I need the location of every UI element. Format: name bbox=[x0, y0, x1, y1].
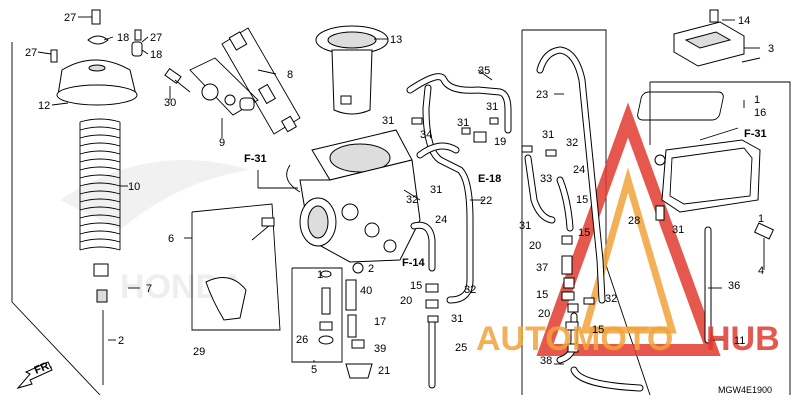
watermark-brand-hub: HUB bbox=[706, 320, 780, 358]
part-label-2: 2 bbox=[118, 335, 124, 347]
part-label-2: 2 bbox=[368, 263, 374, 275]
part-label-26: 26 bbox=[296, 334, 308, 346]
part-label-21: 21 bbox=[378, 365, 390, 377]
air-screw-set bbox=[221, 27, 301, 135]
ref-e18: E-18 bbox=[478, 173, 501, 185]
diagram-code: MGW4E1900 bbox=[718, 385, 772, 395]
float-chamber-cap bbox=[673, 9, 761, 67]
part-label-12: 12 bbox=[38, 100, 50, 112]
part-label-31: 31 bbox=[457, 117, 469, 129]
part-label-11: 11 bbox=[734, 335, 745, 347]
intake-funnel bbox=[315, 25, 389, 115]
part-label-4: 4 bbox=[758, 265, 764, 277]
part-label-14: 14 bbox=[738, 15, 750, 27]
part-label-27: 27 bbox=[25, 47, 37, 59]
part-label-23: 23 bbox=[536, 89, 548, 101]
part-label-20: 20 bbox=[529, 240, 541, 252]
part-label-38: 38 bbox=[540, 355, 552, 367]
part-label-16: 16 bbox=[754, 107, 766, 119]
part-label-32: 32 bbox=[605, 293, 617, 305]
part-label-13: 13 bbox=[390, 34, 402, 46]
watermark-brand-auto: AUTO bbox=[476, 320, 572, 358]
part-label-32: 32 bbox=[566, 137, 578, 149]
part-label-31: 31 bbox=[486, 101, 498, 113]
part-label-29: 29 bbox=[193, 346, 205, 358]
part-label-10: 10 bbox=[128, 181, 140, 193]
part-label-33: 33 bbox=[540, 173, 552, 185]
frame-left-border bbox=[11, 42, 101, 396]
part-label-18: 18 bbox=[150, 49, 162, 61]
front-direction-arrow bbox=[16, 361, 53, 389]
part-label-22: 22 bbox=[480, 195, 492, 207]
frame-float-chamber-box bbox=[650, 81, 791, 395]
accelerator-pump-linkage bbox=[191, 203, 281, 331]
watermark-triangle-logo bbox=[536, 102, 721, 356]
part-label-1: 1 bbox=[317, 269, 323, 281]
ref-f31-left: F-31 bbox=[244, 153, 267, 165]
jet-needle bbox=[93, 263, 109, 385]
autoмotohub-watermark: AUTO MOTO HUB bbox=[476, 320, 780, 358]
main-jet-stack bbox=[345, 262, 373, 379]
float-chamber-gasket bbox=[637, 91, 724, 121]
part-number-labels: 27 18 27 18 27 12 30 9 8 10 6 7 2 29 13 … bbox=[25, 12, 774, 395]
part-label-18: 18 bbox=[117, 32, 129, 44]
ref-f14: F-14 bbox=[402, 257, 426, 269]
leader-lines bbox=[37, 16, 765, 365]
part-label-31: 31 bbox=[382, 115, 394, 127]
throttle-stop-screw-assy bbox=[164, 68, 191, 93]
part-label-40: 40 bbox=[360, 285, 372, 297]
part-label-6: 6 bbox=[168, 233, 174, 245]
part-label-28: 28 bbox=[628, 215, 640, 227]
faint-honda-watermark: HONDA bbox=[60, 160, 250, 306]
part-label-32: 32 bbox=[406, 194, 418, 206]
part-label-20: 20 bbox=[400, 295, 412, 307]
part-label-32: 32 bbox=[464, 284, 476, 296]
carburetor-body bbox=[286, 129, 421, 263]
part-label-31: 31 bbox=[430, 184, 442, 196]
watermark-brand-moto: MOTO bbox=[572, 320, 673, 358]
part-label-25: 25 bbox=[455, 342, 467, 354]
part-label-24: 24 bbox=[573, 164, 585, 176]
center-tube-clamps bbox=[411, 117, 499, 323]
part-label-5: 5 bbox=[311, 364, 317, 376]
part-label-7: 7 bbox=[146, 283, 152, 295]
part-label-15: 15 bbox=[576, 194, 588, 206]
part-label-20: 20 bbox=[538, 308, 550, 320]
part-label-36: 36 bbox=[728, 280, 740, 292]
part-label-39: 39 bbox=[374, 343, 386, 355]
part-label-30: 30 bbox=[164, 97, 176, 109]
part-label-3: 3 bbox=[768, 43, 774, 55]
part-label-31: 31 bbox=[542, 129, 554, 141]
part-label-1: 1 bbox=[758, 213, 764, 225]
part-label-31: 31 bbox=[451, 313, 463, 325]
part-label-15: 15 bbox=[592, 324, 604, 336]
top-cover-assembly bbox=[50, 9, 143, 106]
part-label-27: 27 bbox=[64, 12, 76, 24]
part-label-17: 17 bbox=[374, 316, 386, 328]
part-label-34: 34 bbox=[420, 129, 432, 141]
slow-jet-set bbox=[318, 270, 334, 345]
part-label-15: 15 bbox=[536, 289, 548, 301]
part-label-9: 9 bbox=[219, 137, 225, 149]
part-label-19: 19 bbox=[494, 136, 506, 148]
part-label-37: 37 bbox=[536, 262, 548, 274]
choke-valve-set bbox=[189, 57, 259, 116]
float-chamber-body bbox=[654, 139, 775, 240]
right-tube-fittings bbox=[521, 145, 595, 353]
parts-group-box-5 bbox=[291, 267, 343, 363]
part-label-35: 35 bbox=[478, 65, 490, 77]
part-label-8: 8 bbox=[287, 69, 293, 81]
part-label-15: 15 bbox=[410, 280, 422, 292]
part-label-27: 27 bbox=[150, 32, 162, 44]
part-label-31: 31 bbox=[519, 220, 531, 232]
part-label-1: 1 bbox=[754, 94, 760, 106]
part-label-24: 24 bbox=[435, 214, 447, 226]
part-label-31: 31 bbox=[672, 224, 684, 236]
part-label-15: 15 bbox=[578, 227, 590, 239]
ref-f31-right: F-31 bbox=[744, 128, 767, 140]
